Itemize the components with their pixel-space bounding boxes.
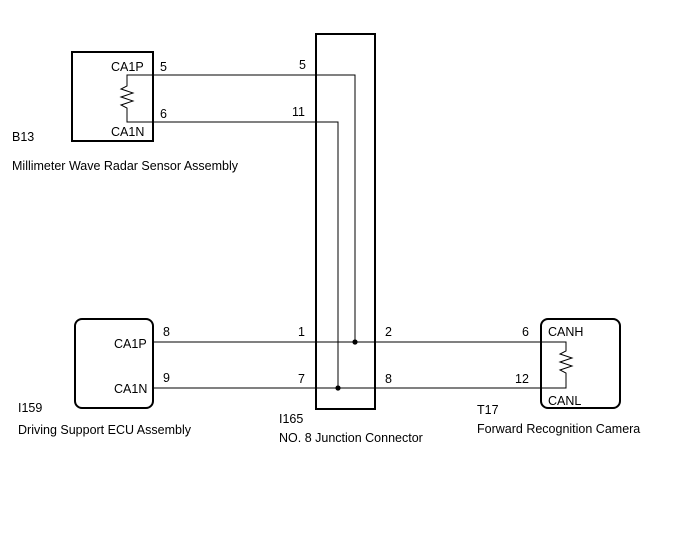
ecu-terminal-bottom: CA1N bbox=[114, 382, 147, 396]
radar-terminal-bottom: CA1N bbox=[111, 125, 144, 139]
camera-terminal-bottom: CANL bbox=[548, 394, 581, 408]
wires bbox=[153, 74, 541, 391]
junction-connector: 5 11 1 7 2 8 I165 NO. 8 Junction Connect… bbox=[279, 33, 423, 445]
forward-recognition-camera: CANH CANL 6 12 T17 Forward Recognition C… bbox=[477, 318, 640, 436]
ecu-box bbox=[74, 318, 154, 409]
junction-pin-left-bottom: 7 bbox=[298, 372, 305, 386]
ecu-pin-top: 8 bbox=[163, 325, 170, 339]
junction-pin-left-third: 1 bbox=[298, 325, 305, 339]
junction-connector-box bbox=[315, 33, 376, 410]
camera-pin-top: 6 bbox=[522, 325, 529, 339]
junction-pin-left-upper: 5 bbox=[299, 58, 306, 72]
ecu-terminal-top: CA1P bbox=[114, 337, 147, 351]
ecu-name: Driving Support ECU Assembly bbox=[18, 423, 192, 437]
radar-terminal-top: CA1P bbox=[111, 60, 144, 74]
ecu-pin-bottom: 9 bbox=[163, 371, 170, 385]
camera-terminal-top: CANH bbox=[548, 325, 583, 339]
junction-pin-right-lower: 8 bbox=[385, 372, 392, 386]
junction-pin-left-second: 11 bbox=[292, 105, 305, 119]
junction-pin-right-upper: 2 bbox=[385, 325, 392, 339]
radar-code: B13 bbox=[12, 130, 34, 144]
driving-support-ecu: CA1P CA1N 8 9 I159 Driving Support ECU A… bbox=[18, 318, 192, 437]
camera-box bbox=[540, 318, 621, 409]
wire-radar-ca1n bbox=[153, 121, 339, 388]
camera-name: Forward Recognition Camera bbox=[477, 422, 640, 436]
junction-code: I165 bbox=[279, 412, 303, 426]
radar-pin-top: 5 bbox=[160, 60, 167, 74]
wire-radar-ca1p bbox=[153, 74, 356, 342]
radar-name: Millimeter Wave Radar Sensor Assembly bbox=[12, 159, 239, 173]
radar-sensor: CA1P CA1N 5 6 B13 Millimeter Wave Radar … bbox=[12, 51, 239, 173]
camera-code: T17 bbox=[477, 403, 499, 417]
ecu-code: I159 bbox=[18, 401, 42, 415]
radar-resistor-icon bbox=[119, 74, 153, 123]
camera-resistor-icon bbox=[541, 341, 574, 389]
junction-name: NO. 8 Junction Connector bbox=[279, 431, 423, 445]
splice-dot-low bbox=[335, 385, 341, 391]
camera-pin-bottom: 12 bbox=[515, 372, 529, 386]
radar-sensor-box bbox=[71, 51, 154, 142]
radar-pin-bottom: 6 bbox=[160, 107, 167, 121]
splice-dot-high bbox=[352, 339, 358, 345]
